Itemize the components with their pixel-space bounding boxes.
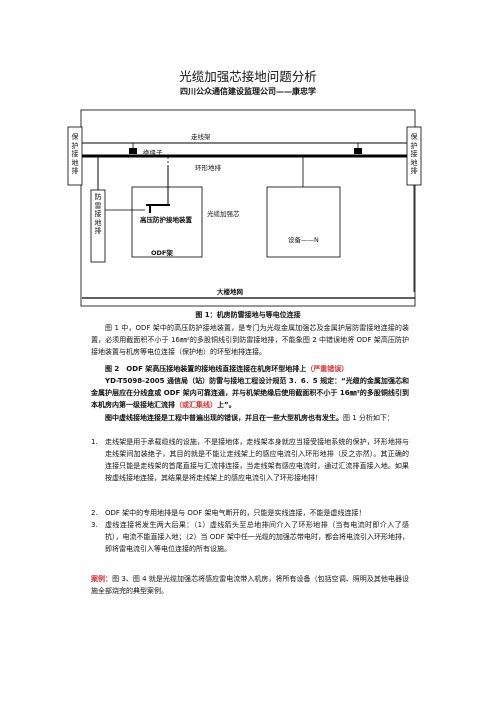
figure2-caption: 图 2 ODF 架高压接地装置的接地线直接连接在机房环型地排上 bbox=[105, 365, 307, 373]
lightning-bar-label: 防雷接地排 bbox=[94, 193, 102, 236]
list-item: 1. 走线架是用于承载缆线的设施，不是接地体，走线架本身就应当接受接地系统的保护… bbox=[91, 438, 409, 482]
left-ground-bar-label: 保护接地排 bbox=[71, 133, 79, 176]
list-item: 3. 虚线连接将发生两大后果：（1）虚线箭头至总地排间介入了环形地排（当有电流时… bbox=[91, 521, 409, 553]
diagram-frame bbox=[80, 109, 416, 307]
standard-quote: YD-T5098-2005 通信局（站）防雷与接地工程设计规范 3．6．5 规定… bbox=[91, 377, 409, 409]
document-title: 光缆加强芯接地问题分析 bbox=[179, 69, 317, 84]
document-author: 四川公众通信建设监理公司——康忠学 bbox=[180, 87, 316, 96]
ring-bar-label: 环形地排 bbox=[195, 164, 221, 172]
list-item: 2. ODF 架中的专用地排是与 ODF 架电气断开的，只能是实线连接，不能是虚… bbox=[91, 509, 366, 517]
lightning-ground-bar bbox=[90, 189, 106, 263]
standard-quote-end: 上”。 bbox=[217, 401, 236, 409]
collector-note: （或汇集线） bbox=[175, 401, 217, 409]
odf-rack bbox=[131, 186, 203, 258]
equipment-label: 设备——N bbox=[288, 236, 319, 244]
right-ground-bar-label: 保护接地排 bbox=[410, 133, 418, 176]
building-grid-label: 大楼地网 bbox=[217, 288, 243, 296]
common-error-statement: 图中虚线接地连接是工程中普遍出现的错误，并且在一些大型机房也有发生。 bbox=[105, 414, 343, 422]
paragraph-2: 图 2 ODF 架高压接地装置的接地线直接连接在机房环型地排上（严重错误） YD… bbox=[91, 363, 409, 411]
analysis-intro: 图 1 分析如下： bbox=[343, 414, 394, 422]
insulator-label: 绝缘子 bbox=[143, 149, 163, 157]
insulator-left bbox=[129, 148, 137, 154]
cable-tray-label: 走线架 bbox=[191, 133, 211, 141]
case-label: 案例： bbox=[91, 575, 113, 583]
paragraph-3: 图中虚线接地连接是工程中普遍出现的错误，并且在一些大型机房也有发生。图 1 分析… bbox=[91, 412, 409, 424]
paragraph-1: 图 1 中，ODF 架中的高压防护接地装置，是专门为光缆金属加强芯及金属护层防雷… bbox=[91, 324, 409, 356]
diagram-lines bbox=[67, 109, 422, 307]
hv-device-label: 高压防护接地装置 bbox=[140, 216, 192, 224]
case-text: 图 3、图 4 就是光缆加强芯将感应雷电流带入机房，将所有设备（包括空调、照明及… bbox=[91, 575, 409, 595]
strength-core-label: 光缆加强芯 bbox=[207, 210, 240, 218]
equipment-box bbox=[266, 186, 341, 258]
odf-label: ODF架 bbox=[151, 249, 173, 257]
insulator-right bbox=[354, 148, 362, 154]
paragraph-4: 案例：图 3、图 4 就是光缆加强芯将感应雷电流带入机房，将所有设备（包括空调、… bbox=[91, 573, 409, 597]
severe-error-note: （严重错误） bbox=[306, 365, 349, 373]
figure1-caption: 图 1：机房防雷接地与等电位连接 bbox=[195, 311, 301, 319]
